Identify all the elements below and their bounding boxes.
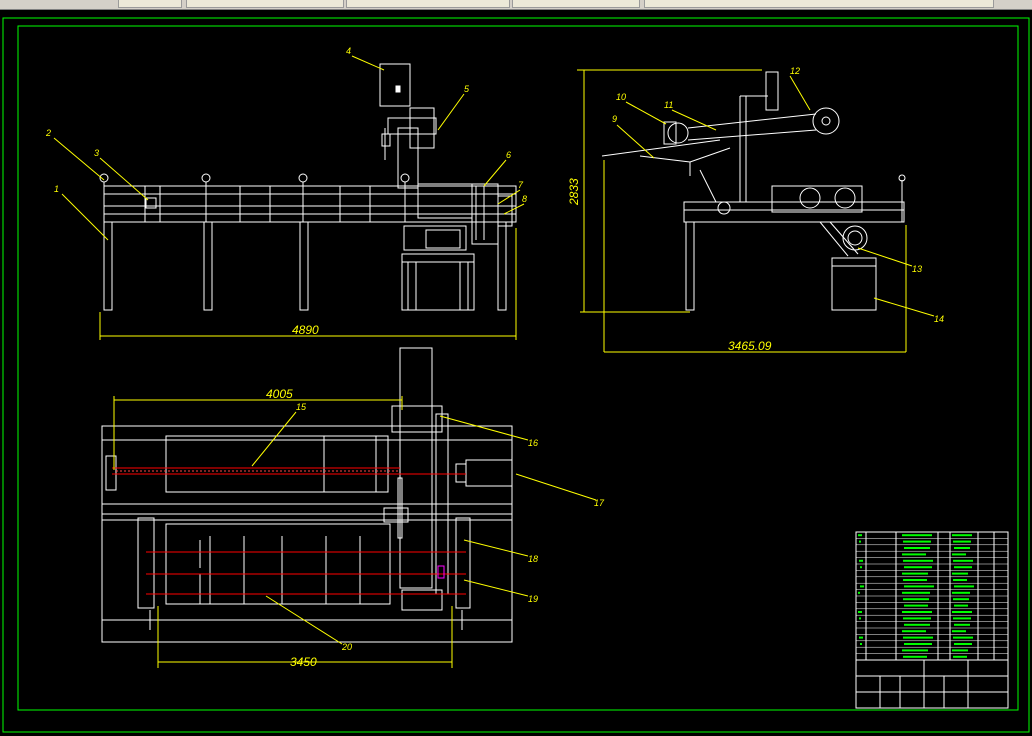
parts-row-entry <box>902 534 932 537</box>
parts-row-entry <box>903 636 933 639</box>
parts-row-entry <box>954 643 972 645</box>
callout-10: 10 <box>616 92 626 102</box>
callout-5: 5 <box>464 84 470 94</box>
parts-row-entry <box>904 547 930 549</box>
callout-9: 9 <box>612 114 617 124</box>
parts-row-entry <box>903 559 933 562</box>
callout-2: 2 <box>45 128 51 138</box>
callout-13: 13 <box>912 264 922 274</box>
top-dimensions <box>113 396 453 668</box>
parts-row-entry <box>952 611 972 613</box>
callout-20: 20 <box>341 642 352 652</box>
callout-1: 1 <box>54 184 59 194</box>
parts-row-entry <box>952 553 966 556</box>
callout-6: 6 <box>506 150 511 160</box>
parts-row-entry <box>860 566 862 569</box>
parts-row-entry <box>902 649 928 652</box>
callout-16: 16 <box>528 438 538 448</box>
parts-list-rows <box>856 534 1008 658</box>
parts-row-entry <box>858 591 860 594</box>
parts-row-entry <box>858 611 862 613</box>
parts-row-entry <box>902 630 926 633</box>
parts-row-entry <box>952 591 970 594</box>
parts-row-entry <box>859 636 863 639</box>
front-dimension <box>99 228 517 340</box>
parts-row-entry <box>953 598 969 601</box>
top-view <box>101 347 513 643</box>
parts-row-entry <box>953 617 971 620</box>
dim-top-upper: 4005 <box>266 387 293 401</box>
toolbar-button[interactable] <box>118 0 182 8</box>
parts-row-entry <box>903 655 927 658</box>
dim-front-width: 4890 <box>292 323 319 337</box>
dim-side-height: 2833 <box>567 178 581 206</box>
drawing-canvas[interactable]: 4890 2833 3465.09 <box>0 10 1032 736</box>
parts-row-entry <box>902 591 930 594</box>
dim-side-width: 3465.09 <box>728 339 772 353</box>
parts-row-entry <box>953 540 971 543</box>
parts-row-entry <box>954 604 968 607</box>
parts-row-entry <box>858 534 862 537</box>
parts-row-entry <box>903 579 927 581</box>
parts-row-entry <box>859 559 863 562</box>
parts-row-entry <box>904 604 928 607</box>
side-view <box>601 71 906 311</box>
parts-row-entry <box>902 611 932 613</box>
parts-row-entry <box>954 585 974 588</box>
dim-top-lower: 3450 <box>290 655 317 669</box>
callout-18: 18 <box>528 554 538 564</box>
callouts: 1 2 3 4 5 6 7 8 9 10 11 12 13 14 15 16 1… <box>45 46 944 652</box>
inner-border <box>17 25 1019 711</box>
parts-row-entry <box>860 585 864 588</box>
parts-row-entry <box>903 617 931 620</box>
callout-3: 3 <box>94 148 99 158</box>
callout-15: 15 <box>296 402 307 412</box>
sensor-highlight <box>437 565 445 579</box>
lineweight-dropdown[interactable] <box>512 0 640 8</box>
plotstyle-dropdown[interactable] <box>644 0 994 8</box>
parts-row-entry <box>954 566 972 569</box>
center-lines <box>112 467 466 595</box>
parts-row-entry <box>952 534 972 537</box>
callout-7: 7 <box>518 180 524 190</box>
parts-row-entry <box>903 598 929 601</box>
parts-row-entry <box>952 630 966 633</box>
parts-row-entry <box>953 559 973 562</box>
parts-row-entry <box>903 540 931 543</box>
parts-row-entry <box>902 572 928 575</box>
leader-lines <box>53 55 935 645</box>
parts-row-entry <box>904 566 932 569</box>
title-block <box>855 531 1009 709</box>
parts-row-entry <box>904 585 934 588</box>
outer-border <box>2 17 1030 733</box>
layer-dropdown[interactable] <box>186 0 344 8</box>
parts-row-entry <box>860 643 862 645</box>
parts-row-entry <box>953 579 967 581</box>
parts-row-entry <box>904 643 932 645</box>
callout-11: 11 <box>664 100 673 110</box>
parts-row-entry <box>953 636 973 639</box>
callout-8: 8 <box>522 194 527 204</box>
callout-12: 12 <box>790 66 800 76</box>
parts-row-entry <box>954 623 970 626</box>
callout-19: 19 <box>528 594 538 604</box>
parts-row-entry <box>904 623 930 626</box>
parts-row-entry <box>859 540 861 543</box>
side-dimension <box>577 69 907 353</box>
callout-4: 4 <box>346 46 351 56</box>
parts-row-entry <box>952 572 968 575</box>
parts-row-entry <box>953 655 967 658</box>
callout-17: 17 <box>594 498 605 508</box>
parts-row-entry <box>952 649 968 652</box>
linetype-dropdown[interactable] <box>346 0 510 8</box>
callout-14: 14 <box>934 314 944 324</box>
cad-toolbar <box>0 0 1032 10</box>
parts-row-entry <box>954 547 970 549</box>
parts-row-entry <box>859 617 861 620</box>
parts-row-entry <box>902 553 926 556</box>
front-view <box>99 63 517 311</box>
